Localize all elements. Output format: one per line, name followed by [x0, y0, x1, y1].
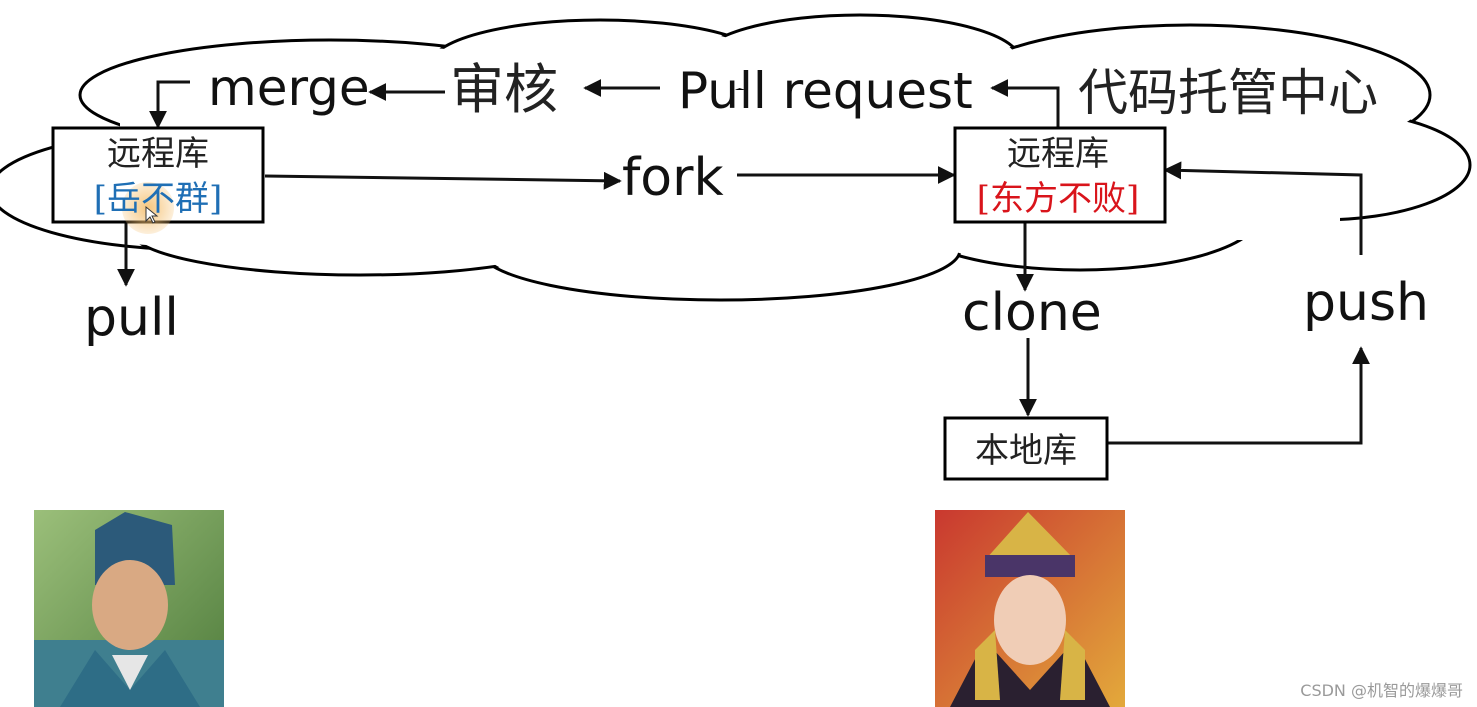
arrow-merge-to-left: [149, 80, 190, 129]
arrow-right-to-pr: [990, 79, 1060, 127]
cursor-icon: [145, 205, 159, 224]
arrow-left-to-fork: [264, 171, 622, 190]
arrow-local-to-push: [1108, 346, 1370, 445]
label-clone: clone: [962, 283, 1102, 343]
label-hosting-center: 代码托管中心: [1078, 64, 1378, 122]
portrait-right: [935, 510, 1125, 707]
label-pull: pull: [84, 288, 179, 348]
portrait-left: [34, 510, 224, 707]
arrows: [117, 79, 1370, 445]
label-pull-request: Pull request: [678, 62, 973, 120]
local-repo-label: 本地库: [975, 431, 1077, 471]
right-repo-title: 远程库: [1007, 134, 1109, 174]
left-remote-repo: 远程库 [岳不群]: [51, 126, 265, 234]
right-repo-owner: [东方不败]: [977, 179, 1140, 219]
label-push: push: [1303, 273, 1429, 333]
left-repo-owner: [岳不群]: [94, 179, 223, 219]
label-fork: fork: [622, 148, 724, 208]
label-merge: merge: [208, 59, 370, 117]
arrow-push-to-right: [1163, 161, 1363, 255]
left-repo-title: 远程库: [107, 134, 209, 174]
local-repo: 本地库: [943, 416, 1109, 481]
label-review: 审核: [450, 58, 558, 121]
right-remote-repo: 远程库 [东方不败]: [953, 126, 1167, 224]
watermark: CSDN @机智的爆爆哥: [1300, 681, 1463, 700]
